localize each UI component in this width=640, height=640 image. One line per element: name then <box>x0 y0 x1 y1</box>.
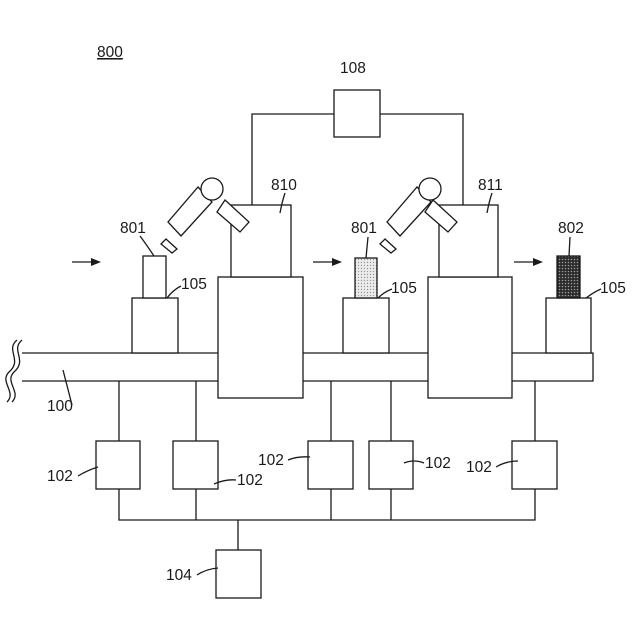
stage-2-label: 105 <box>391 280 417 297</box>
hub-leader <box>197 568 218 575</box>
module-1 <box>96 441 140 489</box>
controller-box <box>334 90 380 137</box>
module-5 <box>512 441 557 489</box>
flow-arrow-3 <box>514 258 543 266</box>
workpiece-3 <box>557 256 580 298</box>
stage-1-label: 105 <box>181 276 207 293</box>
stage-1 <box>132 298 178 353</box>
flow-arrow-2 <box>313 258 342 266</box>
robot-b-gripper <box>380 239 396 253</box>
bus-line <box>119 489 535 520</box>
stage-2 <box>343 298 389 353</box>
robot-a-joint <box>201 178 223 200</box>
module-2-label: 102 <box>237 472 263 489</box>
stage-3-leader <box>586 289 601 298</box>
controller-label: 108 <box>340 60 366 77</box>
workpiece-3-leader <box>569 237 570 256</box>
workpiece-1-label: 801 <box>120 220 146 237</box>
stage-3-label: 105 <box>600 280 626 297</box>
workpiece-2-label: 801 <box>351 220 377 237</box>
figure-title: 800 <box>97 44 123 61</box>
workpiece-1-leader <box>140 236 154 256</box>
stage-1-leader <box>167 286 181 298</box>
robot-a-base <box>218 277 303 398</box>
module-1-label: 102 <box>47 468 73 485</box>
stage-3 <box>546 298 591 353</box>
robot-a-gripper <box>161 239 177 253</box>
workpiece-2 <box>355 258 377 298</box>
robot-b-label: 811 <box>478 177 503 194</box>
module-3-leader <box>288 457 310 460</box>
hub-label: 104 <box>166 567 192 584</box>
module-3-label: 102 <box>258 452 284 469</box>
workpiece-3-label: 802 <box>558 220 584 237</box>
workpiece-1 <box>143 256 166 298</box>
conveyor-label: 100 <box>47 398 73 415</box>
module-5-label: 102 <box>466 459 492 476</box>
module-4 <box>369 441 413 489</box>
robot-b-base <box>428 277 512 398</box>
flow-arrow-1 <box>72 258 101 266</box>
module-3 <box>308 441 353 489</box>
workpiece-2-leader <box>366 237 368 258</box>
robot-a-label: 810 <box>271 177 297 194</box>
hub-box <box>216 550 261 598</box>
robot-b-joint <box>419 178 441 200</box>
stage-2-leader <box>378 289 392 298</box>
module-1-leader <box>78 467 98 476</box>
module-2 <box>173 441 218 489</box>
module-4-label: 102 <box>425 455 451 472</box>
